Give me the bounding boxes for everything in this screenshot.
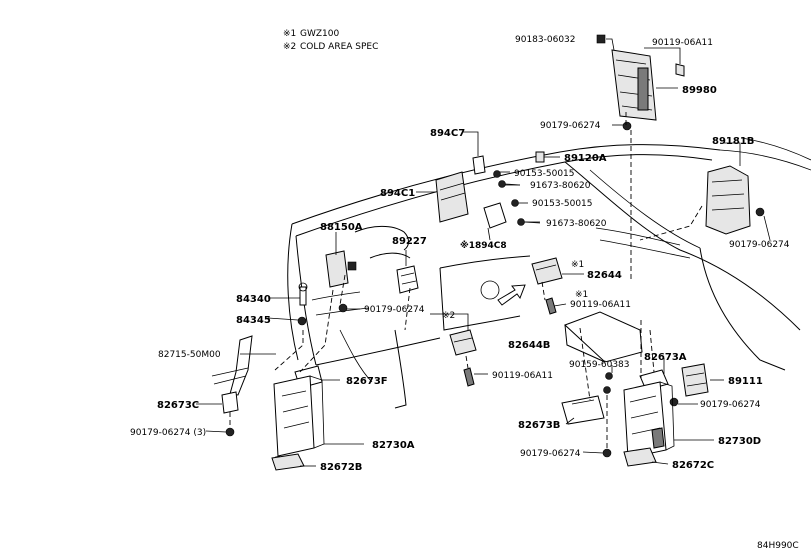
module-89227 [396, 265, 419, 294]
label-90119-06A11-mid: 90119-06A11 [570, 300, 631, 310]
label-88150A: 88150A [320, 222, 363, 233]
module-88150A [325, 250, 349, 288]
label-84340: 84340 [236, 294, 271, 305]
label-89111: 89111 [728, 376, 763, 387]
label-90153-50015-a: 90153-50015 [514, 169, 575, 179]
label-82730A: 82730A [372, 440, 415, 451]
label-89120A: 89120A [564, 153, 607, 164]
dashboard-outline [287, 137, 811, 409]
label-82644B: 82644B [508, 340, 550, 351]
part-labels: 90183-06032 90119-06A11 89980 90179-0627… [130, 35, 790, 473]
connector-82644 [531, 257, 563, 285]
label-90179-06274-a: 90179-06274 [540, 121, 601, 131]
label-82644-mark: ※1 [571, 260, 584, 270]
label-90183-06032: 90183-06032 [515, 35, 576, 45]
label-89227: 89227 [392, 236, 427, 247]
bracket-82715 [229, 335, 253, 396]
nut-90183-06032 [596, 34, 606, 44]
junction-block-82730A [273, 375, 315, 457]
label-82715-50M00: 82715-50M00 [158, 350, 221, 360]
label-90179-06274-e: 90179-06274 (3) [130, 428, 206, 438]
note-1-mark: ※1 [283, 29, 296, 39]
label-90153-50015-b: 90153-50015 [532, 199, 593, 209]
label-90179-06274-c: 90179-06274 [364, 305, 425, 315]
label-90179-06274-f: 90179-06274 [520, 449, 581, 459]
label-82673F: 82673F [346, 376, 388, 387]
module-89181B [705, 165, 751, 235]
label-894C7: 894C7 [430, 128, 465, 139]
label-90159-60383: 90159-60383 [569, 360, 630, 370]
label-82644B-mark: ※2 [442, 311, 455, 321]
module-89111 [681, 363, 709, 397]
label-91673-80620-b: 91673-80620 [546, 219, 607, 229]
leader-lines [196, 38, 771, 467]
label-84345: 84345 [236, 315, 271, 326]
part-shapes [211, 34, 765, 471]
label-894C1: 894C1 [380, 188, 415, 199]
label-90119-06A11-mark: ※1 [575, 290, 588, 300]
label-82673A: 82673A [644, 352, 687, 363]
connector-82644B [449, 329, 477, 356]
label-82672B: 82672B [320, 462, 362, 473]
label-82730D: 82730D [718, 436, 761, 447]
diagram-code: 84H990C [757, 541, 799, 551]
label-82673B: 82673B [518, 420, 560, 431]
label-89181B: 89181B [712, 136, 754, 147]
label-90179-06274-b: 90179-06274 [729, 240, 790, 250]
reference-lines [229, 112, 703, 459]
label-90119-06A11-low: 90119-06A11 [492, 371, 553, 381]
label-89980: 89980 [682, 85, 717, 96]
label-91673-80620-a: 91673-80620 [530, 181, 591, 191]
label-82673C: 82673C [157, 400, 199, 411]
label-90179-06274-d: 90179-06274 [700, 400, 761, 410]
label-90119-06A11-top: 90119-06A11 [652, 38, 713, 48]
label-82672C: 82672C [672, 460, 714, 471]
label-82644: 82644 [587, 270, 622, 281]
label-894C8: ※1894C8 [460, 240, 507, 251]
note-2-text: COLD AREA SPEC [300, 42, 378, 52]
note-2-mark: ※2 [283, 42, 296, 52]
note-1-text: GWZ100 [300, 29, 339, 39]
notes-legend: ※1 GWZ100 ※2 COLD AREA SPEC [283, 29, 378, 52]
